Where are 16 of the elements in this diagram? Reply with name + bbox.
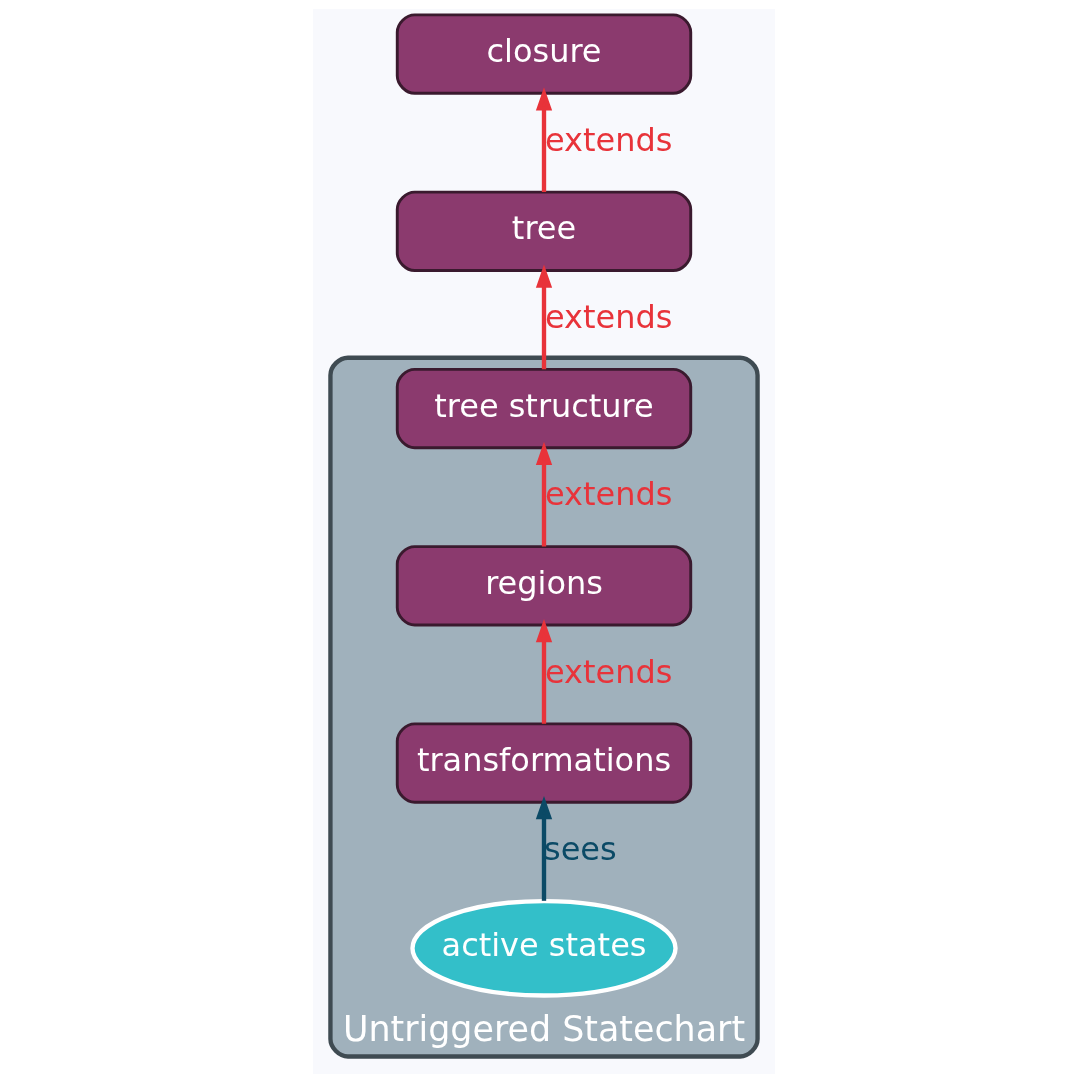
arrow — [535, 441, 552, 547]
edge-label: extends — [544, 120, 672, 159]
edge-label: sees — [543, 829, 617, 868]
node-box: closure — [395, 13, 692, 95]
node-box: regions — [395, 545, 692, 627]
node-box: tree — [395, 190, 692, 272]
edge-label: extends — [544, 298, 672, 337]
arrow — [535, 87, 552, 193]
edge-label: extends — [544, 475, 672, 514]
arrow — [535, 264, 552, 370]
arrow — [535, 795, 552, 901]
arrow — [535, 619, 552, 724]
node-box: transformations — [395, 722, 692, 804]
node-box: tree structure — [395, 367, 692, 450]
edge-label: extends — [544, 652, 672, 691]
node-ellipse: active states — [409, 898, 678, 998]
